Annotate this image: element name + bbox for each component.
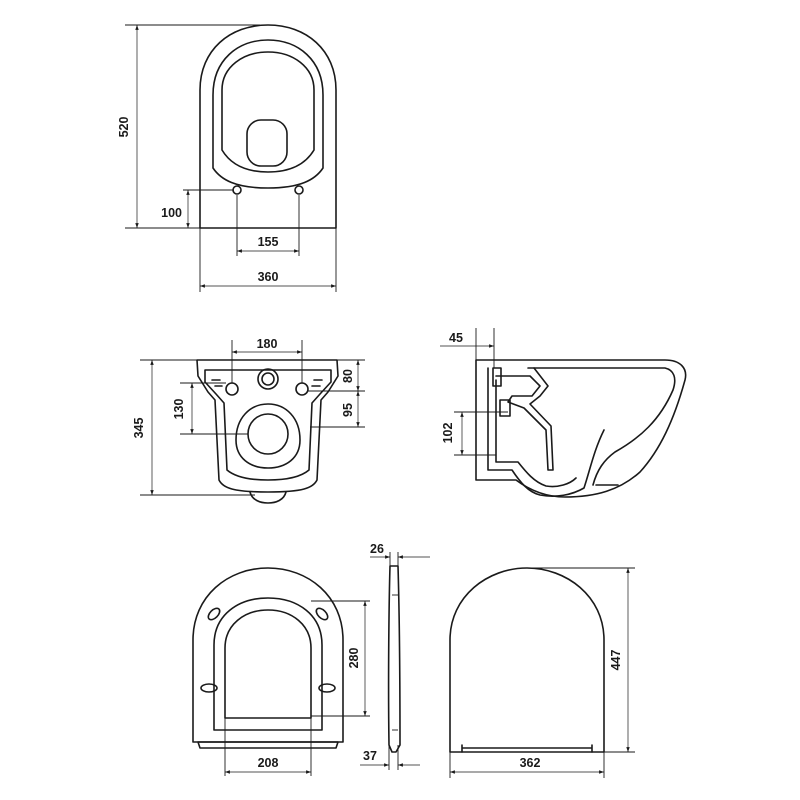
dim-front-hole-vertical: 130 [172,399,186,420]
dim-top-hole-spacing: 155 [258,235,279,249]
dim-top-height: 520 [117,117,131,138]
side-view-trap [487,367,605,497]
lid-view: 447 362 [449,567,635,778]
lid-hinge [461,744,593,753]
seat-side-view: 26 37 [360,542,430,770]
front-view-outline [196,359,339,493]
dim-front-hole-spacing: 180 [257,337,278,351]
dim-side-inlet-height: 102 [441,423,455,444]
dim-seat-thickness: 26 [370,542,384,556]
side-view-bowl-inner [527,367,676,486]
dim-seat-inner-length: 280 [347,648,361,669]
front-view: 180 345 130 80 95 [132,337,365,504]
dim-front-top-offset: 80 [341,369,355,383]
front-view-inlet-inner [261,372,275,386]
dim-lid-length: 447 [609,650,623,671]
seat-bumper-tr [315,607,329,621]
front-view-hole-right [295,382,309,396]
dim-front-height: 345 [132,418,146,439]
side-view-trap-inner [495,379,577,488]
front-view-inner-frame [204,369,332,481]
seat-hinge-bar [197,741,339,749]
side-view-inlet-pipe [495,367,554,471]
seat-bumper-tl [207,607,221,621]
front-view-outlet [247,413,289,455]
top-view-hole-right [294,185,304,195]
seat-ring-inner [224,609,312,719]
side-view-outline [475,359,687,498]
front-view-hole-left [225,382,239,396]
dim-lid-width: 362 [520,756,541,770]
dim-seat-hinge: 37 [363,749,377,763]
top-view: 520 100 155 360 [117,24,337,292]
top-view-hole-left [232,185,242,195]
top-view-outline [199,24,337,229]
top-view-bowl [221,51,315,173]
front-view-outlet-ring [235,403,301,469]
dim-seat-inner-width: 208 [258,756,279,770]
dim-front-lower-offset: 95 [341,403,355,417]
front-view-inlet [257,368,279,390]
top-view-outlet [246,119,288,167]
seat-outline [192,567,344,743]
dim-top-width: 360 [258,270,279,284]
seat-side-profile [387,565,401,753]
seat-bumper-br [318,683,336,693]
seat-view: 280 208 [192,567,370,776]
seat-ring-outer [213,597,323,731]
dim-side-depth: 45 [449,331,463,345]
dim-top-wall-offset: 100 [161,206,182,220]
seat-bumper-bl [200,683,218,693]
side-view: 45 102 [440,328,687,498]
front-view-foot [249,491,287,504]
top-view-rim-inner [212,39,324,189]
lid-outline [449,567,605,753]
